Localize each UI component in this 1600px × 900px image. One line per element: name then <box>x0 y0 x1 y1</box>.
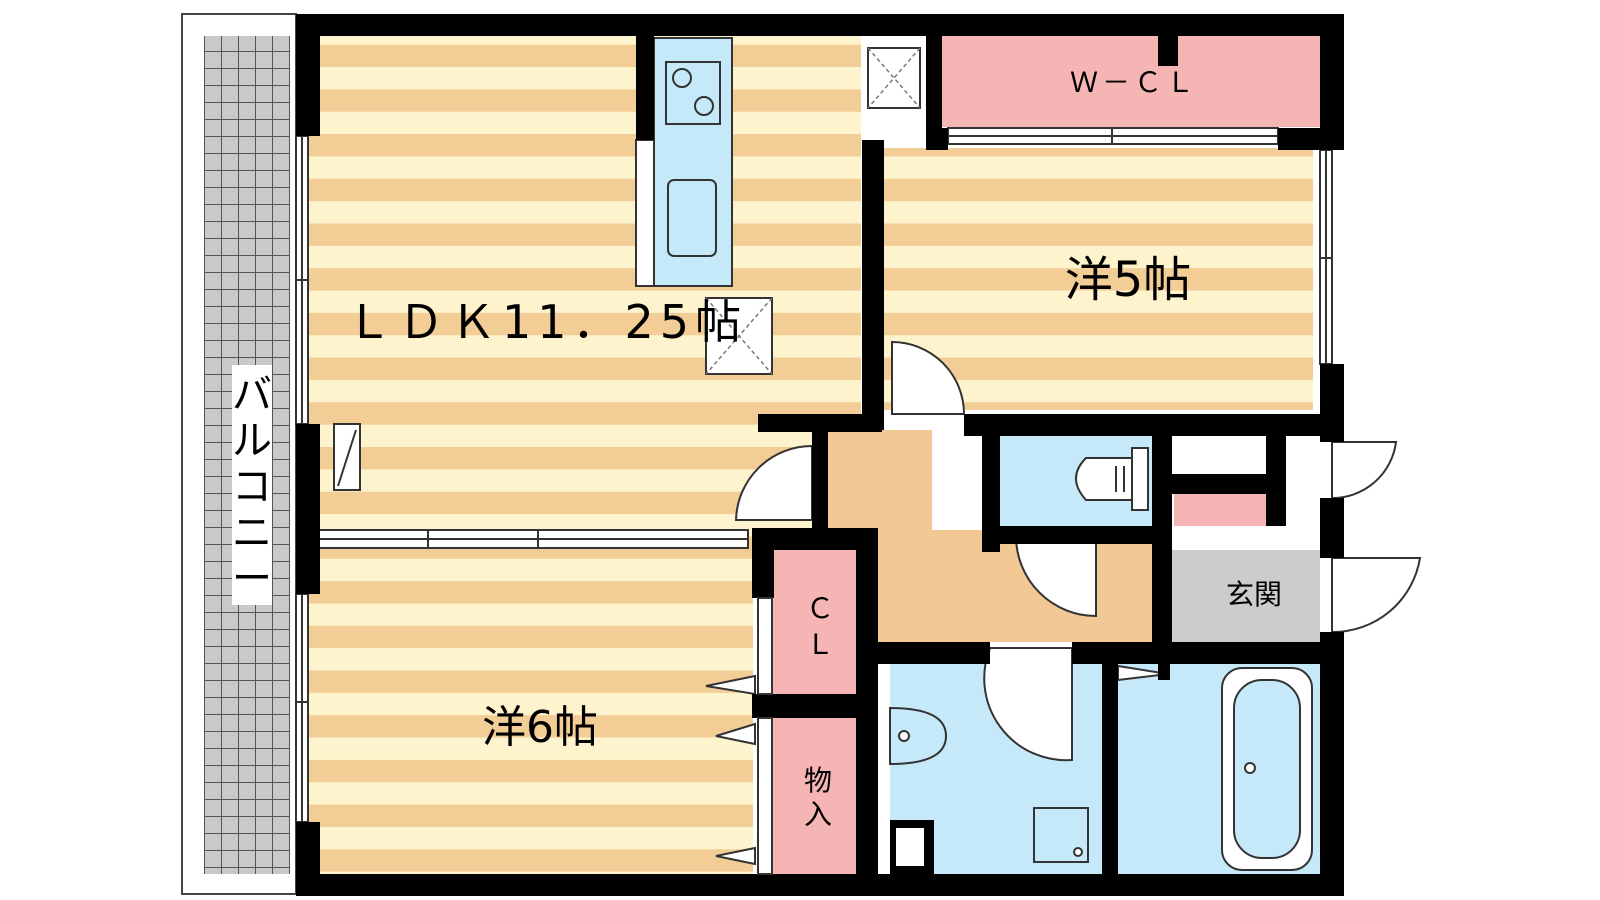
cl-floor <box>773 550 865 696</box>
stove-burner-icon <box>694 96 714 116</box>
balcony-label: バルコニー <box>232 372 272 602</box>
storage-label: 物入 <box>804 764 832 831</box>
western-6-label: 洋6帖 <box>482 702 598 753</box>
pink-shelf <box>1174 494 1266 526</box>
entrance-floor <box>1172 550 1320 642</box>
label-char: ル <box>232 418 272 464</box>
walls <box>296 14 1344 896</box>
toilet-icon <box>1075 447 1149 511</box>
window <box>295 135 1333 823</box>
label-char: Ｃ <box>806 592 834 625</box>
western-5-label: 洋5帖 <box>1065 252 1192 308</box>
washbasin-icon <box>889 706 948 766</box>
western-5-floor <box>880 148 1313 410</box>
vent-box-icon <box>705 297 773 375</box>
western-6-floor <box>308 540 753 874</box>
door-swing-icon <box>705 340 1422 866</box>
label-char: Ｌ <box>806 628 834 661</box>
wcl-sliding-door <box>947 127 1279 145</box>
ldk-label: ＬＤＫ11．25帖 <box>346 295 747 349</box>
stove-burner-icon <box>672 68 692 88</box>
sliding-partition <box>317 529 749 549</box>
entrance-label: 玄関 <box>1226 578 1282 611</box>
washing-machine-pan-icon <box>1033 807 1089 863</box>
label-char: バ <box>232 372 272 418</box>
balcony <box>181 13 297 895</box>
label-char: コ <box>232 464 272 510</box>
wcl-floor <box>942 30 1320 127</box>
hall-floor <box>822 430 932 530</box>
cl-inner-window <box>757 597 773 695</box>
label-char: 物 <box>804 764 832 797</box>
toilet-niche <box>896 828 924 866</box>
kitchen-counter <box>635 37 733 287</box>
storage-floor <box>773 718 865 874</box>
bathtub-icon <box>1221 667 1313 871</box>
label-char: 入 <box>804 798 832 831</box>
vent-box-icon <box>867 47 921 109</box>
label-char: ニ <box>232 510 272 556</box>
panel-icon <box>333 423 361 491</box>
ldk-floor <box>308 30 861 540</box>
storage-inner-window <box>757 717 773 875</box>
sink-icon <box>667 179 717 257</box>
label-char: ー <box>232 556 272 602</box>
wcl-label: Ｗ－ＣＬ <box>1070 66 1198 99</box>
cl-label: ＣＬ <box>806 592 834 661</box>
hall-floor-lower <box>878 530 1152 642</box>
